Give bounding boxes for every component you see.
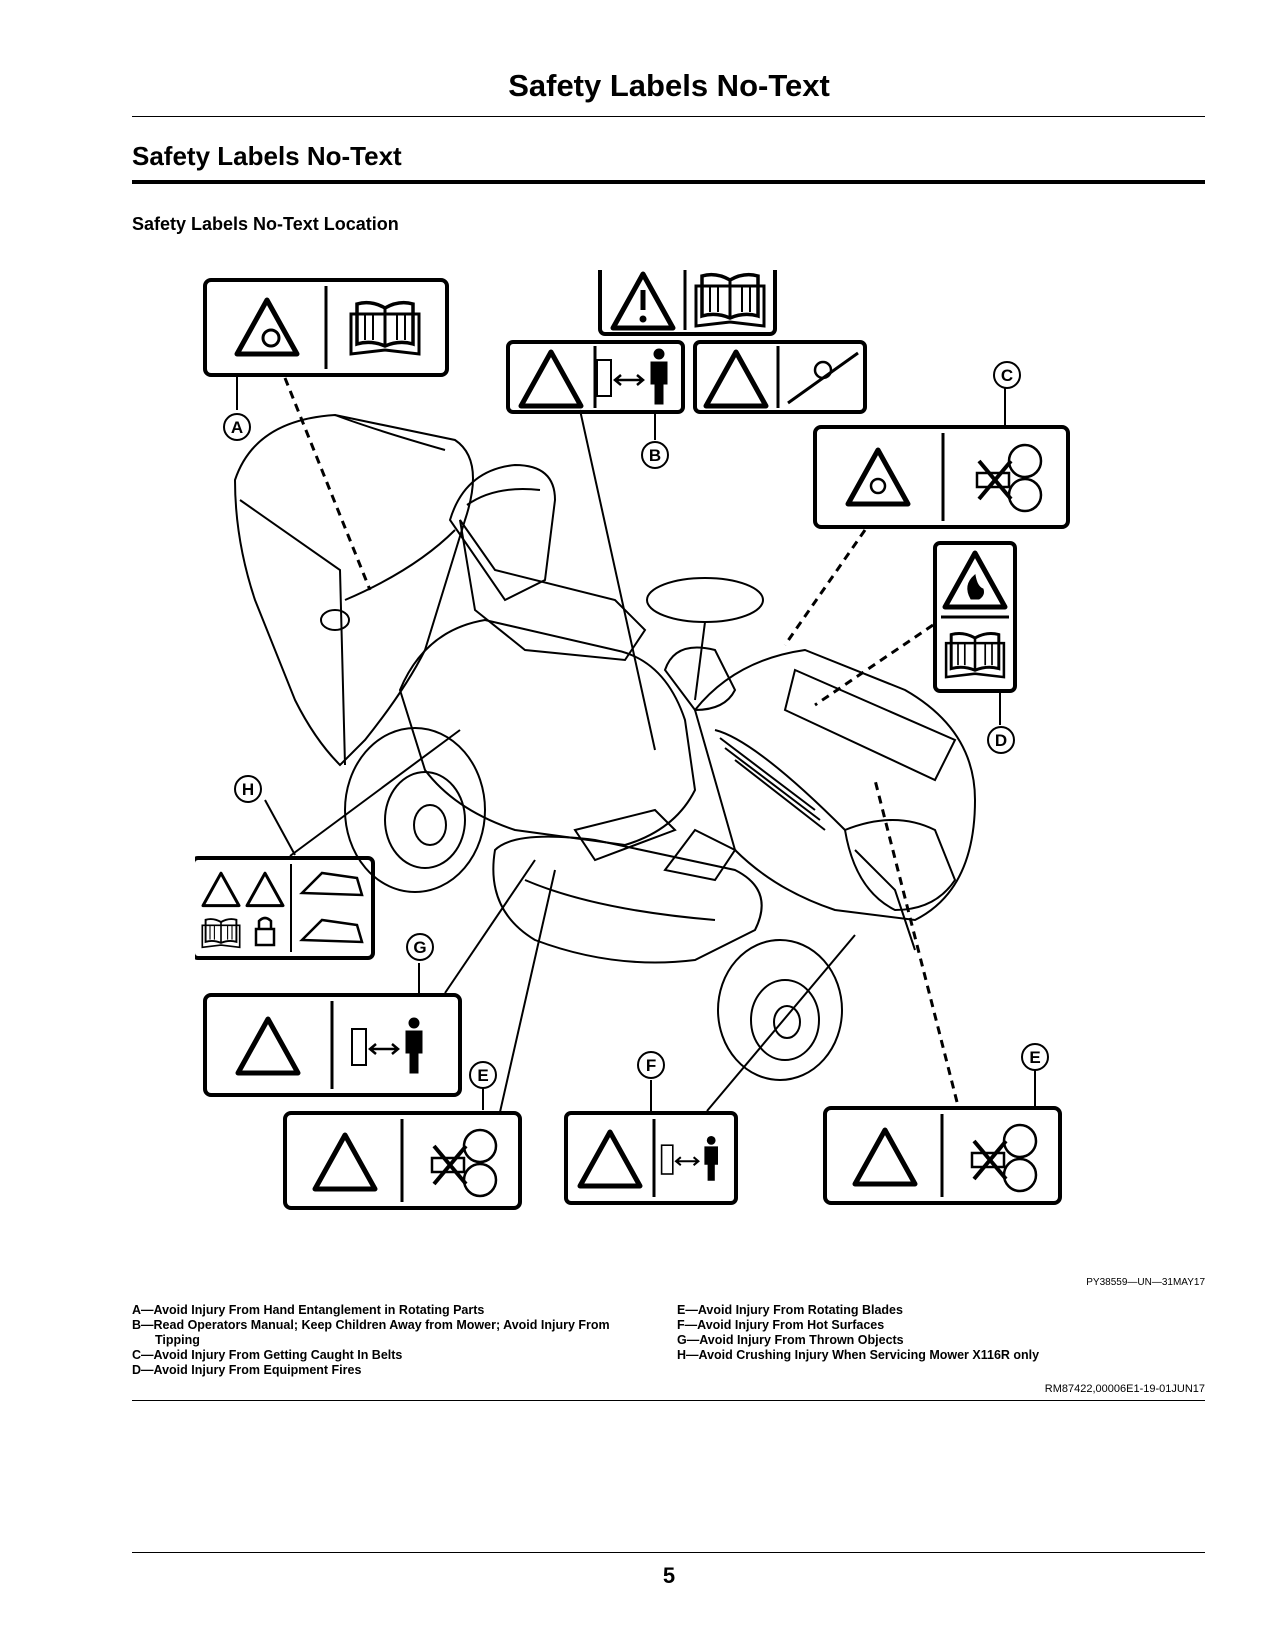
svg-text:E: E bbox=[1029, 1048, 1040, 1067]
label-f bbox=[564, 1111, 738, 1205]
svg-text:H: H bbox=[242, 780, 254, 799]
svg-text:F: F bbox=[646, 1056, 656, 1075]
legend-item: E—Avoid Injury From Rotating Blades bbox=[677, 1303, 903, 1317]
legend-item: Tipping bbox=[155, 1333, 200, 1347]
callout-g: G bbox=[406, 933, 434, 961]
keep-children-away-icon bbox=[595, 347, 669, 406]
callout-e-right: E bbox=[1021, 1043, 1049, 1071]
callout-f: F bbox=[637, 1051, 665, 1079]
legend-item: A—Avoid Injury From Hand Entanglement in… bbox=[132, 1303, 485, 1317]
callout-d: D bbox=[987, 726, 1015, 754]
svg-text:E: E bbox=[477, 1066, 488, 1085]
figure-id: PY38559—UN—31MAY17 bbox=[1086, 1277, 1205, 1288]
crushing-warning-icon bbox=[201, 871, 241, 908]
keep-distance-icon bbox=[660, 1135, 719, 1182]
fire-warning-icon bbox=[945, 553, 1005, 607]
svg-text:A: A bbox=[231, 418, 243, 437]
warning-triangle-icon bbox=[613, 274, 673, 328]
operator-manual-icon bbox=[201, 918, 241, 949]
page-title: Safety Labels No-Text bbox=[508, 68, 830, 103]
tipping-warning-icon bbox=[706, 352, 766, 406]
callout-b: B bbox=[641, 441, 669, 469]
legend-item: B—Read Operators Manual; Keep Children A… bbox=[132, 1318, 610, 1332]
mower-drawing bbox=[233, 413, 977, 1081]
document-reference: RM87422,00006E1-19-01JUN17 bbox=[1044, 1383, 1205, 1395]
label-c bbox=[813, 425, 1070, 529]
svg-text:B: B bbox=[649, 446, 661, 465]
header-rule bbox=[132, 116, 1205, 117]
page-number: 5 bbox=[662, 1563, 676, 1588]
legend-item: F—Avoid Injury From Hot Surfaces bbox=[677, 1318, 885, 1332]
safety-labels-figure: A B C D bbox=[195, 270, 1070, 1210]
thrown-object-warning-icon bbox=[238, 1019, 298, 1073]
no-hands-near-blade-icon bbox=[430, 1128, 498, 1198]
hand-entanglement-warning-icon bbox=[237, 300, 297, 354]
label-e-right bbox=[823, 1106, 1062, 1205]
keep-children-away-warning-icon bbox=[521, 352, 581, 406]
label-b-bottom bbox=[506, 340, 867, 414]
callout-e-left: E bbox=[469, 1061, 497, 1089]
crushing-warning-icon bbox=[245, 871, 285, 908]
callout-h: H bbox=[234, 775, 262, 803]
legend-item: G—Avoid Injury From Thrown Objects bbox=[677, 1333, 904, 1347]
legend-right: E—Avoid Injury From Rotating Blades F—Av… bbox=[677, 1303, 1039, 1363]
footer-rule-top bbox=[132, 1400, 1205, 1401]
legend-item: D—Avoid Injury From Equipment Fires bbox=[132, 1363, 362, 1377]
callout-c: C bbox=[993, 361, 1021, 389]
mower-service-icon bbox=[299, 918, 364, 944]
callout-a: A bbox=[223, 413, 251, 441]
svg-text:G: G bbox=[413, 938, 426, 957]
footer-rule bbox=[132, 1552, 1205, 1553]
legend-item: H—Avoid Crushing Injury When Servicing M… bbox=[677, 1348, 1040, 1362]
legend-item: C—Avoid Injury From Getting Caught In Be… bbox=[132, 1348, 403, 1362]
label-h bbox=[195, 856, 375, 960]
section-title: Safety Labels No-Text bbox=[132, 141, 402, 171]
label-d bbox=[933, 541, 1017, 693]
operator-manual-icon bbox=[694, 272, 766, 328]
tipping-slope-icon bbox=[787, 351, 859, 405]
label-g bbox=[203, 993, 462, 1097]
rotating-blade-warning-icon bbox=[855, 1130, 915, 1184]
belt-entanglement-warning-icon bbox=[848, 450, 908, 504]
rotating-blade-warning-icon bbox=[315, 1135, 375, 1189]
legend-left: A—Avoid Injury From Hand Entanglement in… bbox=[132, 1303, 610, 1378]
svg-text:D: D bbox=[995, 731, 1007, 750]
mower-service-icon bbox=[299, 871, 364, 897]
subsection-title: Safety Labels No-Text Location bbox=[132, 214, 399, 234]
keep-distance-icon bbox=[350, 1016, 424, 1075]
lock-icon bbox=[254, 916, 276, 947]
no-hands-near-belt-icon bbox=[975, 443, 1043, 513]
operator-manual-icon bbox=[349, 300, 421, 356]
svg-text:C: C bbox=[1001, 366, 1013, 385]
label-e-left bbox=[283, 1111, 522, 1210]
no-hands-near-blade-icon bbox=[970, 1123, 1038, 1193]
label-a bbox=[203, 278, 449, 377]
operator-manual-icon bbox=[944, 631, 1006, 679]
hot-surface-warning-icon bbox=[580, 1132, 640, 1186]
section-rule bbox=[132, 180, 1205, 184]
label-b-top bbox=[598, 270, 777, 336]
